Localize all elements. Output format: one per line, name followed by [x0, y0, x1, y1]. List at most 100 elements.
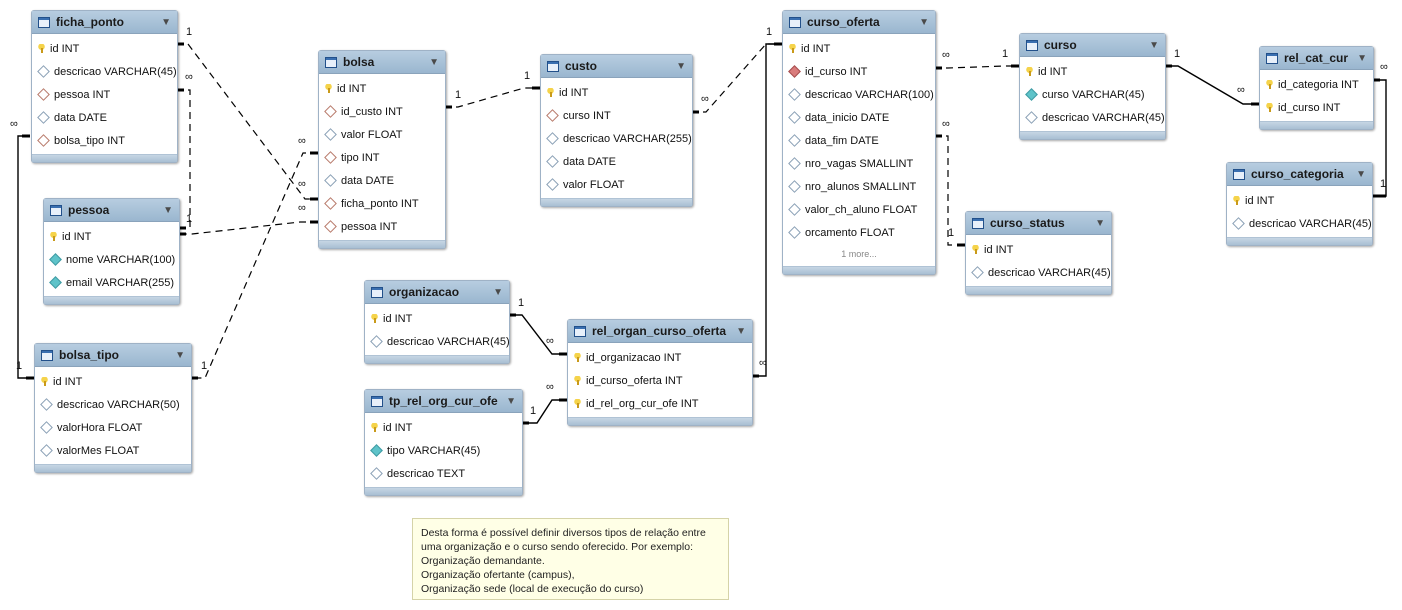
- table-field[interactable]: id INT: [966, 238, 1111, 261]
- table-organizacao[interactable]: organizacao ▼ id INT descricao VARCHAR(4…: [364, 280, 510, 364]
- column-icon: [37, 65, 50, 78]
- table-header[interactable]: rel_cat_cur ▼: [1260, 47, 1373, 70]
- table-field[interactable]: descricao VARCHAR(45): [1227, 212, 1372, 235]
- table-header[interactable]: bolsa_tipo ▼: [35, 344, 191, 367]
- table-field[interactable]: id_custo INT: [319, 100, 445, 123]
- dropdown-arrow-icon[interactable]: ▼: [736, 325, 746, 337]
- dropdown-arrow-icon[interactable]: ▼: [1356, 168, 1366, 180]
- table-field[interactable]: tipo INT: [319, 146, 445, 169]
- table-icon: [371, 286, 383, 298]
- table-header[interactable]: curso_status ▼: [966, 212, 1111, 235]
- table-field[interactable]: valorMes FLOAT: [35, 439, 191, 462]
- primary-key-icon: [1265, 103, 1274, 112]
- table-field[interactable]: data DATE: [541, 150, 692, 173]
- table-curso[interactable]: curso ▼ id INT curso VARCHAR(45) descric…: [1019, 33, 1166, 140]
- table-field[interactable]: valor FLOAT: [319, 123, 445, 146]
- table-field[interactable]: id INT: [365, 307, 509, 330]
- table-header[interactable]: bolsa ▼: [319, 51, 445, 74]
- table-field[interactable]: pessoa INT: [319, 215, 445, 238]
- dropdown-arrow-icon[interactable]: ▼: [175, 349, 185, 361]
- dropdown-arrow-icon[interactable]: ▼: [429, 56, 439, 68]
- cardinality-label: ∞: [1380, 61, 1388, 73]
- primary-key-icon: [971, 245, 980, 254]
- table-tp-rel-org-cur-ofe[interactable]: tp_rel_org_cur_ofe ▼ id INT tipo VARCHAR…: [364, 389, 523, 496]
- table-field[interactable]: data_inicio DATE: [783, 106, 935, 129]
- dropdown-arrow-icon[interactable]: ▼: [919, 16, 929, 28]
- table-field[interactable]: id INT: [541, 81, 692, 104]
- table-field[interactable]: data DATE: [32, 106, 177, 129]
- table-field[interactable]: id INT: [44, 225, 179, 248]
- table-field[interactable]: id INT: [319, 77, 445, 100]
- table-field[interactable]: id INT: [365, 416, 522, 439]
- table-header[interactable]: tp_rel_org_cur_ofe ▼: [365, 390, 522, 413]
- table-field[interactable]: id_curso INT: [783, 60, 935, 83]
- dropdown-arrow-icon[interactable]: ▼: [676, 60, 686, 72]
- table-field[interactable]: curso VARCHAR(45): [1020, 83, 1165, 106]
- table-field[interactable]: id_organizacao INT: [568, 346, 752, 369]
- table-field[interactable]: nome VARCHAR(100): [44, 248, 179, 271]
- table-curso-status[interactable]: curso_status ▼ id INT descricao VARCHAR(…: [965, 211, 1112, 295]
- table-field[interactable]: descricao VARCHAR(255): [541, 127, 692, 150]
- table-field[interactable]: curso INT: [541, 104, 692, 127]
- table-field[interactable]: id_rel_org_cur_ofe INT: [568, 392, 752, 415]
- table-field[interactable]: valor FLOAT: [541, 173, 692, 196]
- dropdown-arrow-icon[interactable]: ▼: [1095, 217, 1105, 229]
- diagram-note[interactable]: Desta forma é possível definir diversos …: [412, 518, 729, 600]
- table-field[interactable]: id_curso INT: [1260, 96, 1373, 119]
- table-curso-oferta[interactable]: curso_oferta ▼ id INT id_curso INT descr…: [782, 10, 936, 275]
- table-field[interactable]: id INT: [1227, 189, 1372, 212]
- table-field[interactable]: descricao VARCHAR(100): [783, 83, 935, 106]
- table-rel-cat-cur[interactable]: rel_cat_cur ▼ id_categoria INT id_curso …: [1259, 46, 1374, 130]
- table-field[interactable]: descricao TEXT: [365, 462, 522, 485]
- table-field[interactable]: tipo VARCHAR(45): [365, 439, 522, 462]
- table-rel-organ-curso-oferta[interactable]: rel_organ_curso_oferta ▼ id_organizacao …: [567, 319, 753, 426]
- table-field[interactable]: descricao VARCHAR(45): [966, 261, 1111, 284]
- table-header[interactable]: ficha_ponto ▼: [32, 11, 177, 34]
- table-field[interactable]: data DATE: [319, 169, 445, 192]
- table-field[interactable]: descricao VARCHAR(45): [32, 60, 177, 83]
- table-name: curso_categoria: [1251, 167, 1344, 181]
- table-header[interactable]: curso_oferta ▼: [783, 11, 935, 34]
- table-field[interactable]: valor_ch_aluno FLOAT: [783, 198, 935, 221]
- table-field[interactable]: pessoa INT: [32, 83, 177, 106]
- table-field[interactable]: valorHora FLOAT: [35, 416, 191, 439]
- table-header[interactable]: rel_organ_curso_oferta ▼: [568, 320, 752, 343]
- table-header[interactable]: curso_categoria ▼: [1227, 163, 1372, 186]
- table-field[interactable]: orcamento FLOAT: [783, 221, 935, 244]
- dropdown-arrow-icon[interactable]: ▼: [161, 16, 171, 28]
- table-field[interactable]: nro_alunos SMALLINT: [783, 175, 935, 198]
- table-field[interactable]: id INT: [1020, 60, 1165, 83]
- table-ficha-ponto[interactable]: ficha_ponto ▼ id INT descricao VARCHAR(4…: [31, 10, 178, 163]
- table-curso-categoria[interactable]: curso_categoria ▼ id INT descricao VARCH…: [1226, 162, 1373, 246]
- table-field[interactable]: id_curso_oferta INT: [568, 369, 752, 392]
- table-field[interactable]: email VARCHAR(255): [44, 271, 179, 294]
- dropdown-arrow-icon[interactable]: ▼: [1149, 39, 1159, 51]
- table-field[interactable]: id INT: [783, 37, 935, 60]
- table-bolsa-tipo[interactable]: bolsa_tipo ▼ id INT descricao VARCHAR(50…: [34, 343, 192, 473]
- table-field[interactable]: data_fim DATE: [783, 129, 935, 152]
- table-field[interactable]: bolsa_tipo INT: [32, 129, 177, 152]
- table-field[interactable]: id_categoria INT: [1260, 73, 1373, 96]
- table-field[interactable]: id INT: [32, 37, 177, 60]
- table-field[interactable]: nro_vagas SMALLINT: [783, 152, 935, 175]
- table-header[interactable]: pessoa ▼: [44, 199, 179, 222]
- cardinality-label: 1: [455, 89, 462, 101]
- table-header[interactable]: custo ▼: [541, 55, 692, 78]
- table-field[interactable]: descricao VARCHAR(50): [35, 393, 191, 416]
- dropdown-arrow-icon[interactable]: ▼: [506, 395, 516, 407]
- dropdown-arrow-icon[interactable]: ▼: [163, 204, 173, 216]
- table-bolsa[interactable]: bolsa ▼ id INT id_custo INT valor FLOAT …: [318, 50, 446, 249]
- more-fields-link[interactable]: 1 more...: [841, 249, 877, 259]
- table-name: rel_cat_cur: [1284, 51, 1349, 65]
- table-header[interactable]: organizacao ▼: [365, 281, 509, 304]
- table-header[interactable]: curso ▼: [1020, 34, 1165, 57]
- column-icon: [40, 421, 53, 434]
- dropdown-arrow-icon[interactable]: ▼: [493, 286, 503, 298]
- table-field[interactable]: descricao VARCHAR(45): [365, 330, 510, 353]
- table-field[interactable]: descricao VARCHAR(45): [1020, 106, 1165, 129]
- dropdown-arrow-icon[interactable]: ▼: [1357, 52, 1367, 64]
- table-custo[interactable]: custo ▼ id INT curso INT descricao VARCH…: [540, 54, 693, 207]
- table-field[interactable]: ficha_ponto INT: [319, 192, 445, 215]
- table-pessoa[interactable]: pessoa ▼ id INT nome VARCHAR(100) email …: [43, 198, 180, 305]
- table-field[interactable]: id INT: [35, 370, 191, 393]
